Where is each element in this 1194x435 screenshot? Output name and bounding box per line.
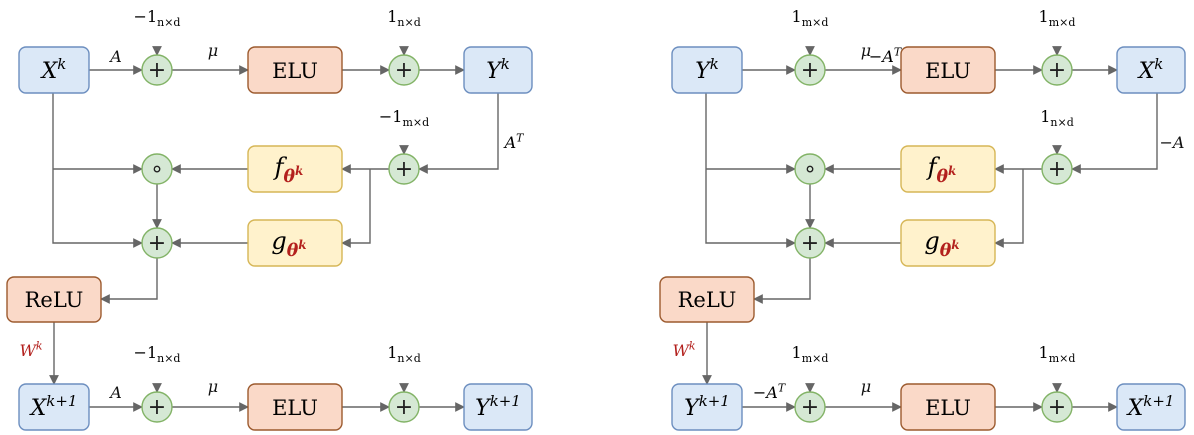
- left-node-top-in: [18, 46, 90, 94]
- right-edge-label-mu-top: μ: [861, 41, 871, 60]
- right-sum5: [794, 391, 826, 423]
- right-edge-in-to-plus: [705, 93, 796, 248]
- right-sum1: [794, 54, 826, 86]
- right-edge-label-weight: Wk: [672, 339, 695, 360]
- left-edge-branch-to-g: [341, 169, 371, 248]
- left-bias-bottom-1: −1n×d: [134, 343, 181, 365]
- right-edge-label-negA: −A: [1160, 133, 1185, 152]
- right-sum1-symbol: +: [801, 58, 819, 83]
- left-hadamard-symbol: ∘: [150, 157, 164, 182]
- left-edge-plus-to-relu: [100, 258, 158, 304]
- right-bias-top-2: 1m×d: [1039, 7, 1076, 29]
- left-label-top-out: Yk: [486, 55, 510, 84]
- left-node-elu-bottom: [247, 383, 343, 431]
- left-bias-top-1: −1n×d: [134, 7, 181, 29]
- left-edge-label-weight: Wk: [19, 339, 42, 360]
- left-node-relu: [6, 276, 102, 323]
- left-sum1-symbol: +: [148, 58, 166, 83]
- left-edge-label-AT: AT: [503, 131, 525, 152]
- right-edge-out-to-sum3: [1071, 93, 1158, 174]
- right-edge-label-AT-bottom: −AT: [753, 381, 786, 402]
- right-sum6-symbol: +: [1048, 395, 1066, 420]
- right-label-elu-bottom: ELU: [925, 396, 971, 420]
- left-node-elu-top: [247, 46, 343, 94]
- left-bias-top-2: 1n×d: [387, 7, 421, 29]
- left-node-bottom-in: [18, 383, 90, 431]
- left-edge-out-to-sum3: [418, 93, 499, 174]
- right-node-top-in: [671, 46, 743, 94]
- right-sum6: [1041, 391, 1073, 423]
- left-label-elu-top: ELU: [272, 59, 318, 83]
- left-sum4: [141, 227, 173, 259]
- left-edge-in-to-plus: [52, 93, 143, 248]
- right-node-g: [900, 219, 996, 267]
- right-node-top-out: [1116, 46, 1186, 94]
- left-label-relu: ReLU: [25, 288, 84, 312]
- right-node-f: [900, 145, 996, 193]
- nodes: Xk+ELU+Yk+fθk∘gθk+ReLUXk+1+ELU+Yk+1Yk+EL…: [6, 46, 1186, 431]
- right-sum2: [1041, 54, 1073, 86]
- right-label-relu: ReLU: [678, 288, 737, 312]
- right-bias-bottom-1: 1m×d: [792, 343, 829, 365]
- left-sum6-symbol: +: [395, 395, 413, 420]
- left-sum5-symbol: +: [148, 395, 166, 420]
- left-label-top-in: Xk: [40, 55, 67, 84]
- right-label-top-in: Yk: [695, 55, 719, 84]
- left-node-f: [247, 145, 343, 193]
- right-sum5-symbol: +: [801, 395, 819, 420]
- right-edge-label-AT-top: −AT: [869, 45, 902, 66]
- left-edge-label-mu-top: μ: [208, 41, 218, 60]
- right-hadamard-symbol: ∘: [803, 157, 817, 182]
- left-sum2-symbol: +: [395, 58, 413, 83]
- right-label-bottom-in: Yk+1: [684, 392, 730, 421]
- right-sum4-symbol: +: [801, 231, 819, 256]
- left-sum1: [141, 54, 173, 86]
- right-node-bottom-in: [671, 383, 743, 431]
- right-sum3-symbol: +: [1048, 157, 1066, 182]
- right-node-elu-bottom: [900, 383, 996, 431]
- right-sum4: [794, 227, 826, 259]
- right-edge-label-mu-bottom: μ: [861, 377, 871, 396]
- left-sum2: [388, 54, 420, 86]
- left-bias-mid: −1m×d: [379, 107, 429, 129]
- right-bias-bottom-2: 1m×d: [1039, 343, 1076, 365]
- right-bias-mid: 1n×d: [1040, 107, 1074, 129]
- right-node-elu-top: [900, 46, 996, 94]
- right-hadamard: [794, 153, 826, 185]
- right-label-bottom-out: Xk+1: [1126, 392, 1175, 421]
- edges: [49, 46, 1158, 412]
- left-bias-bottom-2: 1n×d: [387, 343, 421, 365]
- left-node-top-out: [463, 46, 533, 94]
- left-node-bottom-out: [463, 383, 533, 431]
- left-label-elu-bottom: ELU: [272, 396, 318, 420]
- right-edge-branch-to-g: [994, 169, 1024, 248]
- left-label-bottom-out: Yk+1: [475, 392, 521, 421]
- left-label-bottom-in: Xk+1: [29, 392, 78, 421]
- right-label-elu-top: ELU: [925, 59, 971, 83]
- right-label-g: gθk: [924, 227, 959, 261]
- left-sum4-symbol: +: [148, 231, 166, 256]
- right-edge-plus-to-relu: [753, 258, 811, 304]
- left-sum5: [141, 391, 173, 423]
- right-bias-top-1: 1m×d: [792, 7, 829, 29]
- left-edge-label-A-top: A: [108, 47, 122, 66]
- right-node-relu: [659, 276, 755, 323]
- left-sum3: [388, 153, 420, 185]
- left-hadamard: [141, 153, 173, 185]
- right-node-bottom-out: [1116, 383, 1186, 431]
- left-sum6: [388, 391, 420, 423]
- right-sum3: [1041, 153, 1073, 185]
- right-label-top-out: Xk: [1137, 55, 1164, 84]
- left-node-g: [247, 219, 343, 267]
- right-sum2-symbol: +: [1048, 58, 1066, 83]
- left-edge-label-mu-bottom: μ: [208, 377, 218, 396]
- left-sum3-symbol: +: [395, 157, 413, 182]
- left-edge-label-A-bottom: A: [108, 383, 122, 402]
- left-label-g: gθk: [271, 227, 306, 261]
